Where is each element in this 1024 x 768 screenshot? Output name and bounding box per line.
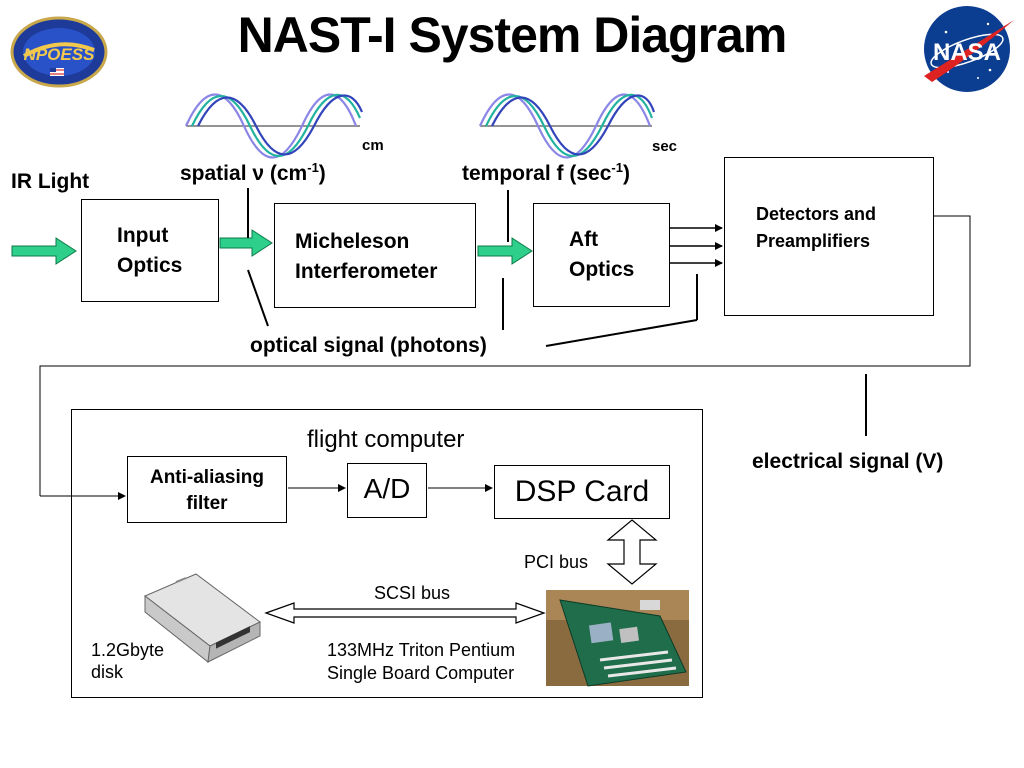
spatial-unit-label: cm <box>362 137 384 154</box>
scsi-bus-label: SCSI bus <box>374 583 451 603</box>
spatial-wave-icon <box>184 93 364 159</box>
input-optics-block: Input Optics <box>81 199 219 302</box>
disk-drive-icon <box>144 573 261 663</box>
interferometer-label-1: Micheleson <box>295 230 410 253</box>
pci-bus-label: PCI bus <box>524 552 589 572</box>
input-optics-label-2: Optics <box>117 254 183 277</box>
nasa-logo-text: NASA <box>933 39 1001 66</box>
aft-optics-label-1: Aft <box>569 228 599 251</box>
temporal-wave-icon <box>478 93 656 159</box>
board-label-2: Single Board Computer <box>327 663 515 683</box>
flight-computer-title: flight computer <box>307 426 465 453</box>
anti-aliasing-label-1: Anti-aliasing <box>149 467 264 488</box>
detectors-label-2: Preamplifiers <box>756 231 871 251</box>
green-arrows <box>11 229 533 265</box>
ad-converter-label: A/D <box>363 473 411 504</box>
input-optics-label-1: Input <box>117 224 169 247</box>
detectors-block: Detectors and Preamplifiers <box>724 157 934 316</box>
dsp-card-block: DSP Card <box>494 465 670 519</box>
anti-aliasing-label-2: filter <box>186 493 228 514</box>
ad-converter-block: A/D <box>347 463 427 518</box>
anti-aliasing-filter-block: Anti-aliasing filter <box>127 456 287 523</box>
npoess-logo: NPOESS <box>10 16 108 88</box>
board-label-1: 133MHz Triton Pentium <box>327 640 516 660</box>
ir-light-label: IR Light <box>11 170 90 193</box>
flight-computer-panel <box>71 409 703 698</box>
temporal-label: temporal f (sec-1) <box>462 160 630 185</box>
disk-label-2: disk <box>91 662 124 682</box>
interferometer-label-2: Interferometer <box>295 260 438 283</box>
nasa-logo: NASA <box>918 4 1016 94</box>
dsp-card-label: DSP Card <box>514 475 650 508</box>
interferometer-block: Micheleson Interferometer <box>274 203 476 308</box>
disk-label-1: 1.2Gbyte <box>91 640 165 660</box>
spatial-label: spatial ν (cm-1) <box>180 160 326 185</box>
electrical-signal-label: electrical signal (V) <box>752 450 944 473</box>
svg-text:NPOESS: NPOESS <box>24 45 96 64</box>
page-title: NAST-I System Diagram <box>237 7 788 63</box>
aft-optics-block: Aft Optics <box>533 203 670 307</box>
single-board-computer-image <box>546 590 689 687</box>
temporal-unit-label: sec <box>652 138 678 155</box>
optical-signal-label: optical signal (photons) <box>250 334 487 357</box>
detectors-label-1: Detectors and <box>756 204 877 224</box>
aft-optics-label-2: Optics <box>569 258 635 281</box>
